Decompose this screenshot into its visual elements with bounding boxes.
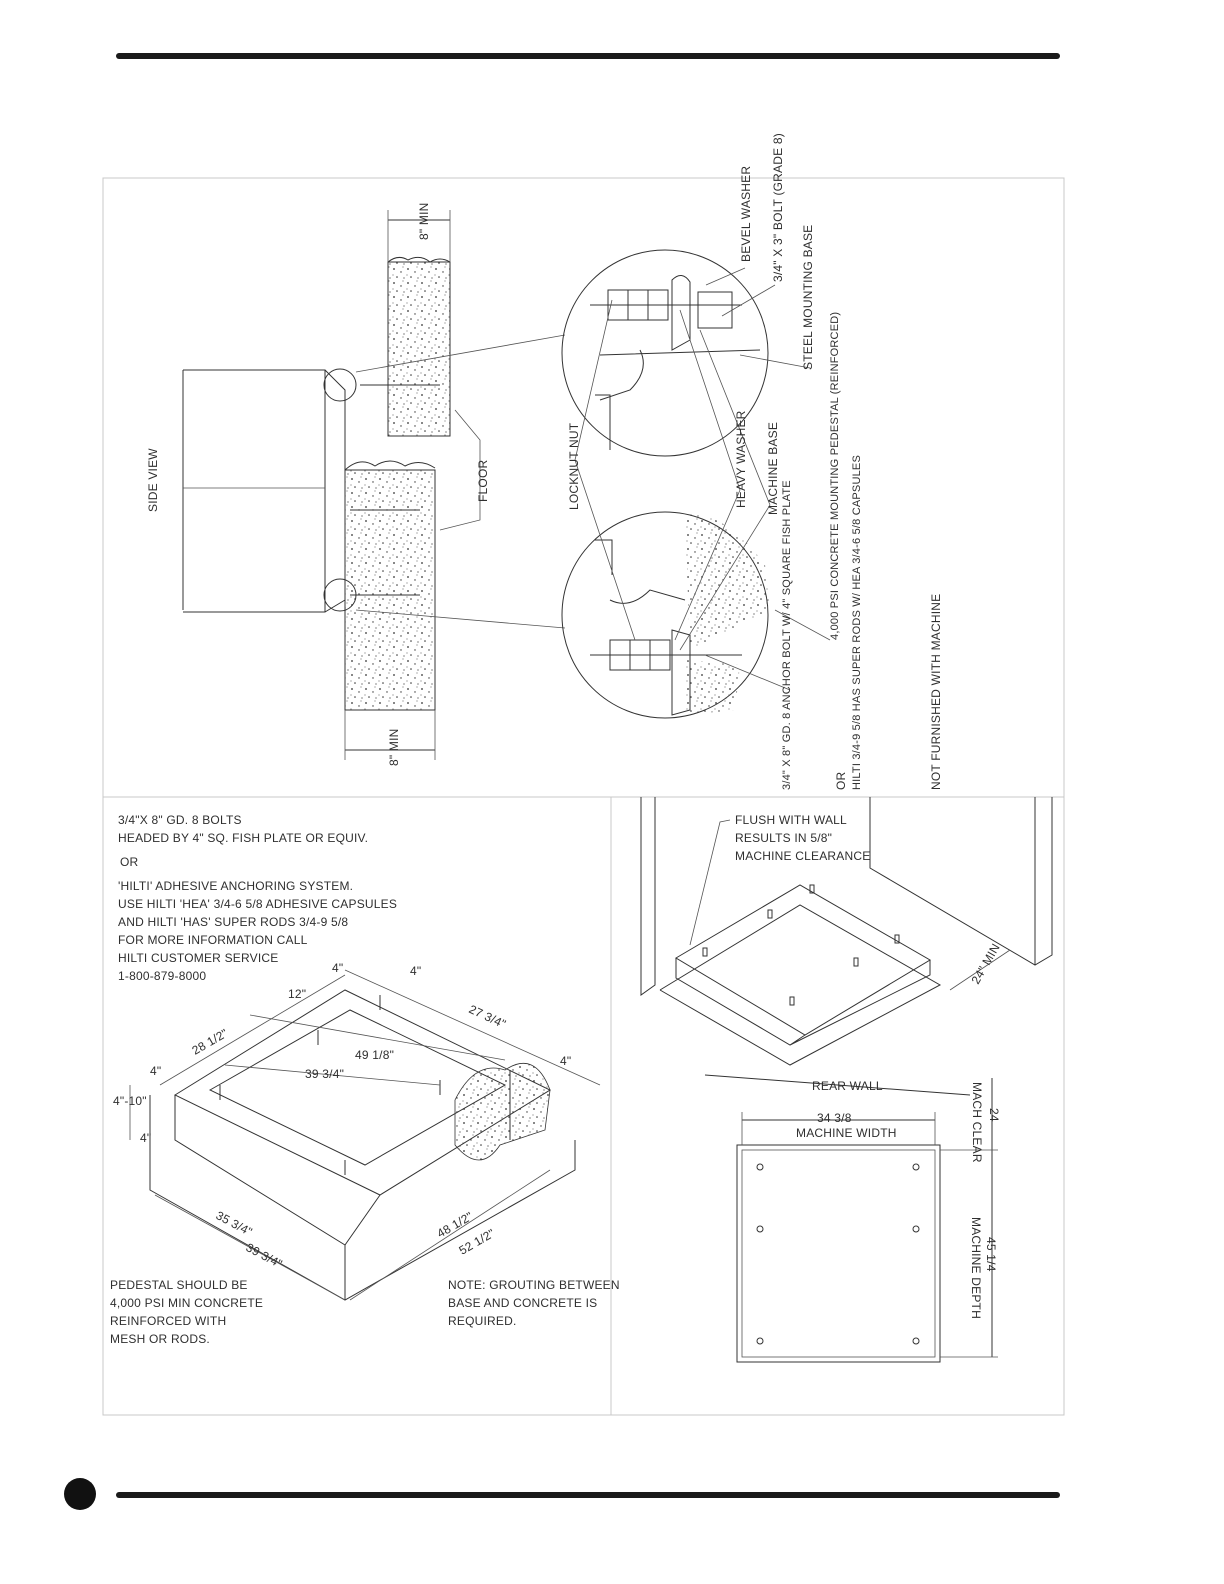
- not-furnished-label: NOT FURNISHED WITH MACHINE: [929, 594, 943, 790]
- machine-depth-label: MACHINE DEPTH: [969, 1217, 983, 1319]
- svg-text:NOTE: GROUTING BETWEEN: NOTE: GROUTING BETWEEN: [448, 1278, 620, 1292]
- svg-text:27 3/4": 27 3/4": [467, 1002, 508, 1031]
- plan-view-drawing: [736, 1078, 998, 1363]
- svg-text:USE HILTI 'HEA' 3/4-6 5/8 ADHE: USE HILTI 'HEA' 3/4-6 5/8 ADHESIVE CAPSU…: [118, 897, 397, 911]
- anchoring-notes: 3/4"X 8" GD. 8 BOLTS HEADED BY 4" SQ. FI…: [118, 813, 397, 983]
- pedestal-label: 4,000 PSI CONCRETE MOUNTING PEDESTAL (RE…: [829, 312, 841, 640]
- bottom-rule: [116, 1492, 1060, 1498]
- top-rule: [116, 53, 1060, 59]
- or-label: OR: [834, 771, 848, 790]
- svg-text:4": 4": [140, 1131, 151, 1145]
- svg-text:HEADED BY 4" SQ. FISH PLATE OR: HEADED BY 4" SQ. FISH PLATE OR EQUIV.: [118, 831, 368, 845]
- svg-text:RESULTS IN 5/8": RESULTS IN 5/8": [735, 831, 832, 845]
- min-clear-label: 24" MIN: [968, 941, 1002, 986]
- svg-text:4": 4": [410, 964, 421, 978]
- svg-text:FLUSH WITH WALL: FLUSH WITH WALL: [735, 813, 847, 827]
- rear-wall-label: REAR WALL: [812, 1079, 883, 1093]
- side-view-title: SIDE VIEW: [146, 448, 160, 512]
- dim-8-min-top: 8" MIN: [417, 203, 431, 240]
- svg-text:12": 12": [288, 987, 306, 1001]
- side-view-drawing: [182, 210, 481, 760]
- floor-label: FLOOR: [476, 460, 490, 502]
- svg-text:MACHINE CLEARANCE: MACHINE CLEARANCE: [735, 849, 870, 863]
- svg-text:28 1/2": 28 1/2": [190, 1026, 231, 1058]
- dim-8-min-bottom: 8" MIN: [387, 729, 401, 766]
- svg-text:39 3/4": 39 3/4": [305, 1067, 344, 1081]
- machine-depth-value: 45 1/4: [984, 1237, 998, 1272]
- svg-text:4,000 PSI MIN CONCRETE: 4,000 PSI MIN CONCRETE: [110, 1296, 263, 1310]
- svg-text:PEDESTAL SHOULD BE: PEDESTAL SHOULD BE: [110, 1278, 248, 1292]
- pedestal-note: PEDESTAL SHOULD BE 4,000 PSI MIN CONCRET…: [110, 1278, 263, 1346]
- svg-text:HILTI CUSTOMER SERVICE: HILTI CUSTOMER SERVICE: [118, 951, 278, 965]
- wall-view-drawing: [640, 797, 1053, 1096]
- bolt-label: 3/4" X 3" BOLT (GRADE 8): [771, 133, 785, 282]
- grouting-note: NOTE: GROUTING BETWEEN BASE AND CONCRETE…: [448, 1278, 620, 1328]
- page-marker: [64, 1478, 96, 1510]
- machine-width-value: 34 3/8: [817, 1111, 852, 1125]
- mach-clear-value: 24: [987, 1108, 1001, 1122]
- svg-text:4": 4": [150, 1064, 161, 1078]
- anchor-bolt-label: 3/4" X 8" GD. 8 ANCHOR BOLT W/ 4" SQUARE…: [781, 480, 793, 790]
- flush-note: FLUSH WITH WALL RESULTS IN 5/8" MACHINE …: [735, 813, 870, 863]
- svg-text:MESH OR RODS.: MESH OR RODS.: [110, 1332, 210, 1346]
- detail-circle-lower: [561, 511, 770, 719]
- svg-text:39 3/4": 39 3/4": [244, 1240, 285, 1271]
- steel-base-label: STEEL MOUNTING BASE: [801, 225, 815, 370]
- svg-text:52 1/2": 52 1/2": [457, 1226, 498, 1258]
- svg-text:REINFORCED WITH: REINFORCED WITH: [110, 1314, 226, 1328]
- svg-text:OR: OR: [120, 855, 139, 869]
- svg-text:4": 4": [332, 961, 343, 975]
- bevel-washer-label: BEVEL WASHER: [739, 166, 753, 262]
- svg-text:49 1/8": 49 1/8": [355, 1048, 394, 1062]
- svg-text:REQUIRED.: REQUIRED.: [448, 1314, 516, 1328]
- svg-text:4"-10": 4"-10": [113, 1094, 147, 1108]
- svg-text:3/4"X 8" GD. 8 BOLTS: 3/4"X 8" GD. 8 BOLTS: [118, 813, 242, 827]
- heavy-washer-label: HEAVY WASHER: [734, 410, 748, 508]
- detail-circle-upper: [561, 249, 769, 457]
- svg-text:BASE AND CONCRETE IS: BASE AND CONCRETE IS: [448, 1296, 597, 1310]
- svg-text:35 3/4": 35 3/4": [214, 1208, 255, 1239]
- hilti-rods-label: HILTI 3/4-9 5/8 HAS SUPER RODS W/ HEA 3/…: [851, 455, 863, 790]
- isometric-pedestal: [129, 969, 601, 1301]
- machine-base-label: MACHINE BASE: [766, 422, 780, 515]
- svg-text:48 1/2": 48 1/2": [435, 1209, 476, 1241]
- machine-width-label: MACHINE WIDTH: [796, 1126, 897, 1140]
- svg-text:AND HILTI 'HAS' SUPER RODS 3/4: AND HILTI 'HAS' SUPER RODS 3/4-9 5/8: [118, 915, 348, 929]
- svg-text:4": 4": [560, 1054, 571, 1068]
- svg-text:FOR MORE INFORMATION CALL: FOR MORE INFORMATION CALL: [118, 933, 308, 947]
- mach-clear-label: MACH CLEAR: [970, 1082, 984, 1163]
- locknut-label: LOCKNUT NUT: [567, 422, 581, 510]
- svg-text:'HILTI' ADHESIVE ANCHORING SYS: 'HILTI' ADHESIVE ANCHORING SYSTEM.: [118, 879, 353, 893]
- svg-text:1-800-879-8000: 1-800-879-8000: [118, 969, 206, 983]
